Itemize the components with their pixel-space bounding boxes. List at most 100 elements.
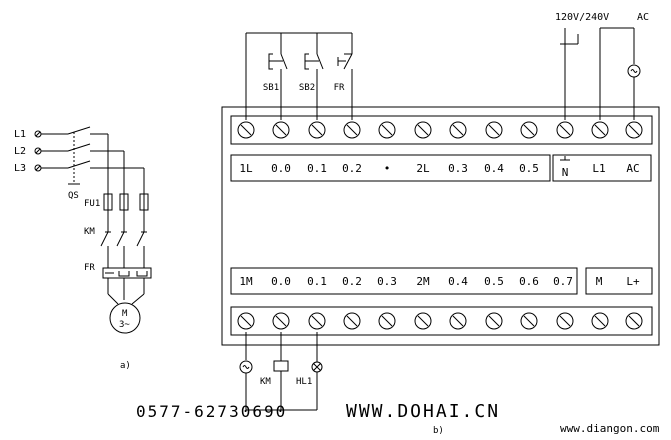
output-label-0-4: 0.4 xyxy=(448,275,468,288)
bottom-screw-slot-12 xyxy=(628,315,640,327)
fuse-label: FU1 xyxy=(84,199,100,209)
output-terminal-strip xyxy=(230,306,653,336)
top-screw-slot-2 xyxy=(275,124,287,136)
power-label-n: N xyxy=(562,166,569,179)
km-contact-1 xyxy=(100,231,109,247)
bottom-screw-2 xyxy=(272,312,290,330)
motor-symbol xyxy=(109,302,141,334)
power-label-strip xyxy=(552,154,652,182)
bottom-screw-slot-10 xyxy=(559,315,571,327)
input-label-0-4: 0.4 xyxy=(484,162,504,175)
top-screw-slot-3 xyxy=(311,124,323,136)
supply-voltage-label: 120V/240V xyxy=(555,12,609,23)
top-screw-slot-10 xyxy=(559,124,571,136)
top-screw-10 xyxy=(556,121,574,139)
phase-label-l2: L2 xyxy=(14,146,26,157)
bottom-screw-slot-4 xyxy=(346,315,358,327)
output-label-2m: 2M xyxy=(416,275,430,288)
top-screw-slot-8 xyxy=(488,124,500,136)
top-screw-8 xyxy=(485,121,503,139)
watermark-phone: 0577-62730690 xyxy=(136,402,287,421)
bottom-screw-slot-3 xyxy=(311,315,323,327)
thermal-overload xyxy=(102,267,152,279)
input-label-0-0: 0.0 xyxy=(271,162,291,175)
output-label-0-1: 0.1 xyxy=(307,275,327,288)
input-label-2l: 2L xyxy=(416,162,430,175)
input-devices xyxy=(245,32,353,120)
input-device-labels: SB1 SB2 FR xyxy=(263,83,345,93)
top-screw-4 xyxy=(343,121,361,139)
bottom-screw-5 xyxy=(378,312,396,330)
overload-label: FR xyxy=(84,263,95,273)
bottom-screw-slot-7 xyxy=(452,315,464,327)
dc-label-m: M xyxy=(596,275,603,288)
caption-a: a) xyxy=(120,361,131,371)
qs-blade-2 xyxy=(67,143,91,152)
sb2-label: SB2 xyxy=(299,83,315,93)
output-label-0-2: 0.2 xyxy=(342,275,362,288)
top-screw-slot-12 xyxy=(628,124,640,136)
km-coil xyxy=(273,360,289,372)
output-devices xyxy=(239,332,323,411)
power-supply-wiring xyxy=(560,27,641,120)
bottom-screw-3 xyxy=(308,312,326,330)
bottom-screw-11 xyxy=(591,312,609,330)
top-screw-6 xyxy=(414,121,432,139)
top-screw-3 xyxy=(308,121,326,139)
top-screw-12 xyxy=(625,121,643,139)
input-terminal-labels: 1L 0.0 0.1 0.2 • 2L 0.3 0.4 0.5 N L1 AC xyxy=(239,156,640,179)
input-label-0-2: 0.2 xyxy=(342,162,362,175)
watermark-site-right: www.diangon.com xyxy=(560,422,660,435)
supply-type-label: AC xyxy=(637,12,649,23)
bottom-screw-slot-2 xyxy=(275,315,287,327)
top-terminal-screws xyxy=(237,121,643,139)
motor-labels: L1 L2 L3 QS FU1 KM FR M 3~ a) xyxy=(14,129,131,371)
output-terminal-labels: 1M 0.0 0.1 0.2 0.3 2M 0.4 0.5 0.6 0.7 M … xyxy=(239,275,640,288)
input-label-dot: • xyxy=(384,162,391,175)
top-screw-slot-9 xyxy=(523,124,535,136)
top-screw-slot-5 xyxy=(381,124,393,136)
output-label-0-0: 0.0 xyxy=(271,275,291,288)
bottom-screw-slot-6 xyxy=(417,315,429,327)
phase-label-l1: L1 xyxy=(14,129,26,140)
fr-label: FR xyxy=(334,83,345,93)
dc-label-strip xyxy=(585,267,653,295)
input-label-strip xyxy=(230,154,551,182)
bottom-screw-12 xyxy=(625,312,643,330)
top-screw-1 xyxy=(237,121,255,139)
output-label-0-6: 0.6 xyxy=(519,275,539,288)
output-label-0-5: 0.5 xyxy=(484,275,504,288)
input-label-0-5: 0.5 xyxy=(519,162,539,175)
motor-phase-symbol: 3~ xyxy=(119,320,130,330)
input-terminal-strip xyxy=(230,115,653,145)
output-label-strip xyxy=(230,267,578,295)
top-screw-slot-1 xyxy=(240,124,252,136)
watermark-site-left: WWW.DOHAI.CN xyxy=(346,401,500,422)
bottom-screw-6 xyxy=(414,312,432,330)
top-screw-2 xyxy=(272,121,290,139)
power-label-ac: AC xyxy=(626,162,639,175)
plc-body xyxy=(221,106,660,346)
motor-main-circuit xyxy=(34,126,152,334)
bottom-screw-4 xyxy=(343,312,361,330)
input-label-0-3: 0.3 xyxy=(448,162,468,175)
bottom-screw-1 xyxy=(237,312,255,330)
km-contact-3 xyxy=(136,231,145,247)
switch-label: QS xyxy=(68,191,79,201)
output-label-0-7: 0.7 xyxy=(553,275,573,288)
bottom-screw-9 xyxy=(520,312,538,330)
power-label-l1: L1 xyxy=(592,162,605,175)
input-label-0-1: 0.1 xyxy=(307,162,327,175)
top-screw-7 xyxy=(449,121,467,139)
top-screw-slot-7 xyxy=(452,124,464,136)
top-screw-slot-6 xyxy=(417,124,429,136)
km-coil-label: KM xyxy=(260,377,271,387)
contactor-label: KM xyxy=(84,227,95,237)
top-screw-11 xyxy=(591,121,609,139)
bottom-screw-8 xyxy=(485,312,503,330)
bottom-screw-slot-1 xyxy=(240,315,252,327)
bottom-screw-7 xyxy=(449,312,467,330)
top-screw-slot-4 xyxy=(346,124,358,136)
phase-label-l3: L3 xyxy=(14,163,26,174)
bottom-screw-slot-8 xyxy=(488,315,500,327)
